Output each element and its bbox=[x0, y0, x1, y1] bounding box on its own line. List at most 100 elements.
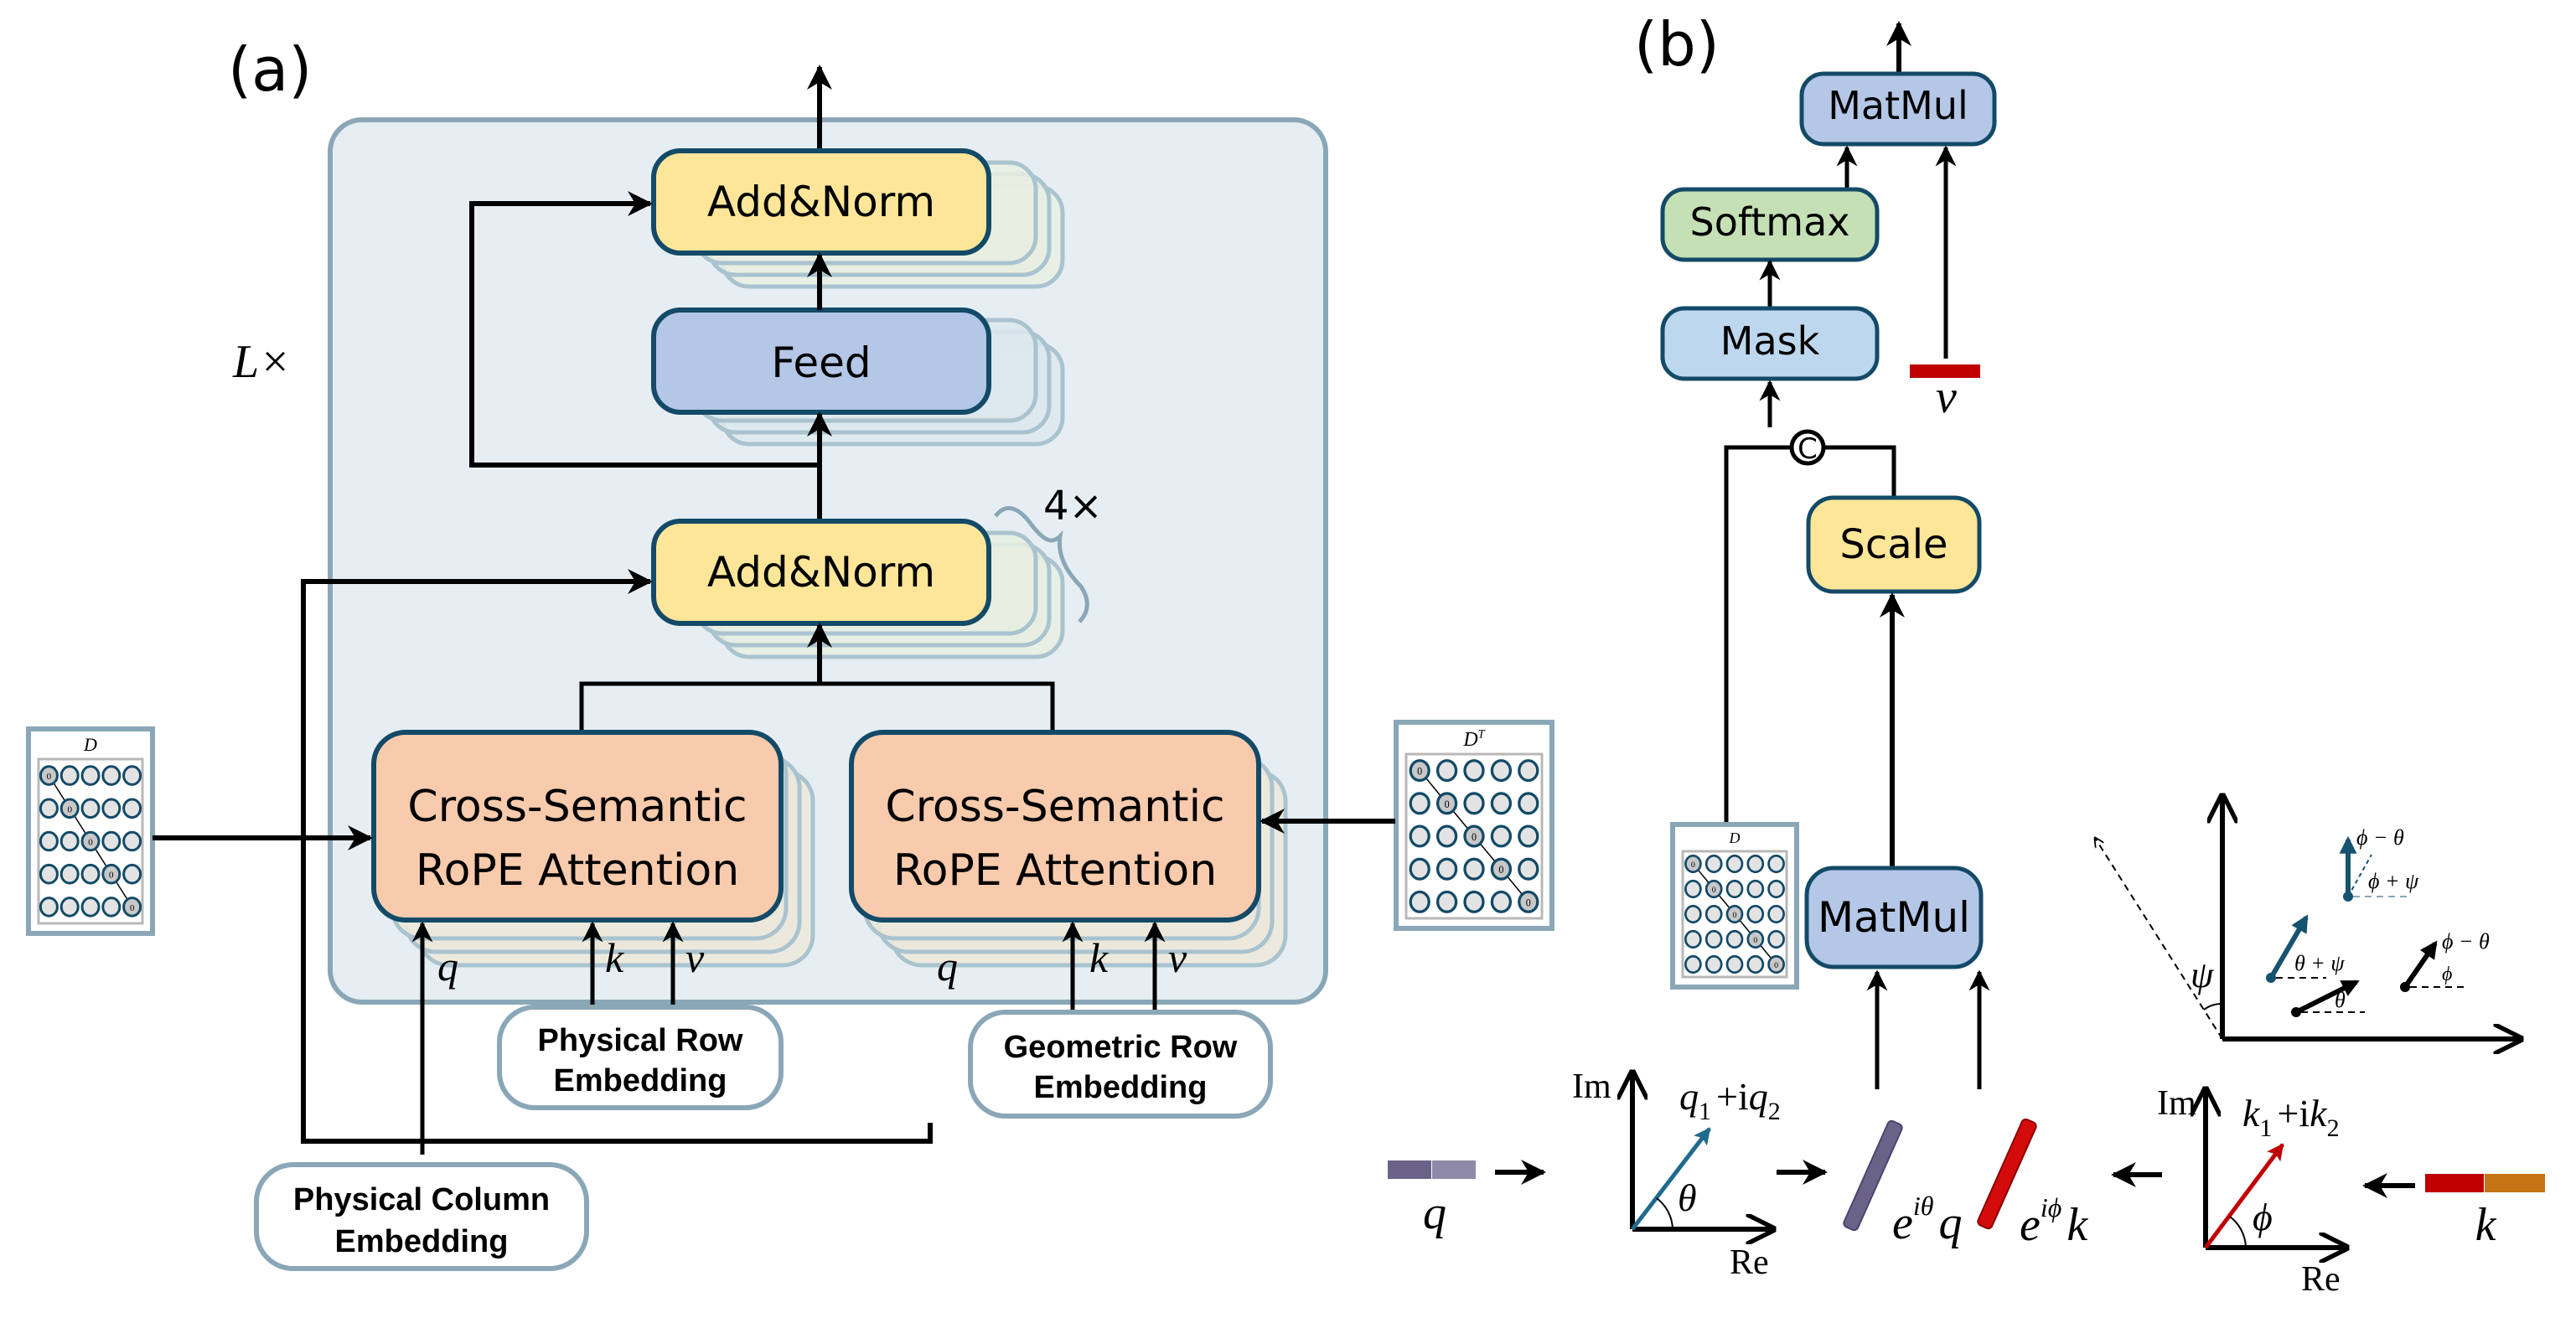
matrix-diag-value: 0 bbox=[1498, 864, 1503, 876]
psi-dashed-axis bbox=[2095, 838, 2223, 1040]
matmul-bottom-block[interactable]: MatMul bbox=[1804, 866, 1984, 969]
k-im-label: Im bbox=[2157, 1084, 2196, 1123]
matrix-title: D bbox=[1729, 830, 1741, 846]
matrix-cell bbox=[1746, 904, 1765, 924]
matrix-diag-value: 0 bbox=[1733, 911, 1737, 920]
matrix-cell bbox=[1463, 890, 1485, 913]
matrix-cell bbox=[1767, 904, 1785, 924]
attn-left-block[interactable]: Cross-Semantic RoPE Attention bbox=[371, 730, 784, 923]
matrix-cell bbox=[1684, 954, 1702, 974]
matrix-cell bbox=[80, 798, 101, 819]
matrix-cell bbox=[122, 830, 142, 852]
matrix-cell bbox=[59, 830, 80, 852]
matrix-diag-cell bbox=[80, 830, 101, 852]
matrix-cell bbox=[1409, 890, 1430, 913]
matrix-diag-cell bbox=[1463, 824, 1485, 848]
k-re-label: Re bbox=[2301, 1260, 2341, 1299]
matrix-cell bbox=[1463, 759, 1485, 783]
matrix-cell bbox=[1725, 929, 1744, 949]
label-right-phi: ϕ bbox=[2442, 964, 2452, 985]
q-complex-plane: Im Re θ q1+iq2 bbox=[1572, 1067, 1781, 1282]
matrix-cell bbox=[1435, 890, 1458, 913]
psi-label: ψ bbox=[2191, 954, 2214, 995]
matrix-diag-cell bbox=[122, 897, 142, 917]
left-k-label: k bbox=[605, 934, 624, 981]
matrix-diag-value: 0 bbox=[1417, 766, 1422, 778]
matrix-diag-value: 0 bbox=[1753, 936, 1757, 945]
residual-top bbox=[469, 191, 820, 468]
matrix-cell bbox=[1684, 879, 1702, 899]
geometric-row-embedding[interactable]: Geometric Row Embedding bbox=[968, 1010, 1273, 1119]
matrix-cell bbox=[1435, 759, 1458, 783]
matrix-cell bbox=[39, 798, 59, 819]
softmax-block[interactable]: Softmax bbox=[1660, 187, 1880, 262]
matrix-cell bbox=[1490, 759, 1513, 783]
matrix-cell bbox=[1409, 824, 1430, 848]
matrix-cell bbox=[1746, 954, 1765, 974]
physical-row-embedding[interactable]: Physical Row Embedding bbox=[497, 1005, 784, 1110]
matrix-cell bbox=[1725, 879, 1744, 899]
matrix-diag-value: 0 bbox=[1774, 961, 1778, 970]
scale-block[interactable]: Scale bbox=[1806, 495, 1982, 594]
heads-label: 4× bbox=[1043, 483, 1103, 530]
geometric-row-line1: Geometric Row bbox=[1004, 1030, 1238, 1065]
scale-label: Scale bbox=[1839, 521, 1948, 568]
matrix-cell bbox=[1490, 792, 1513, 815]
attn-right-block[interactable]: Cross-Semantic RoPE Attention bbox=[849, 730, 1261, 923]
label-mid-sum: θ + ψ bbox=[2294, 951, 2345, 975]
matrix-cell bbox=[59, 765, 80, 786]
matrix-cell bbox=[1435, 824, 1458, 848]
attn-left-line1: Cross-Semantic bbox=[407, 782, 747, 832]
matrix-diag-cell bbox=[1409, 759, 1430, 783]
matrix-diag-value: 0 bbox=[47, 772, 52, 782]
matrix-diag-cell bbox=[1435, 792, 1458, 815]
mask-label: Mask bbox=[1720, 318, 1820, 364]
matrix-title: D bbox=[83, 734, 97, 755]
matrix-cell bbox=[39, 830, 59, 852]
feed-label: Feed bbox=[771, 339, 871, 387]
q-re-label: Re bbox=[1730, 1243, 1769, 1282]
matrix-cell bbox=[1490, 824, 1513, 848]
label-theta: θ bbox=[2335, 988, 2346, 1012]
matrix-cell bbox=[1746, 854, 1765, 874]
label-right-diff: ϕ − θ bbox=[2442, 929, 2490, 954]
rotated-k-bar bbox=[1977, 1118, 2037, 1230]
softmax-label: Softmax bbox=[1690, 199, 1850, 245]
matmul-bottom-label: MatMul bbox=[1818, 893, 1970, 942]
matrix-cell bbox=[1704, 954, 1723, 974]
add-norm-mid-block[interactable]: Add&Norm bbox=[651, 519, 991, 626]
attn-left-line2: RoPE Attention bbox=[416, 845, 739, 896]
matrix-diag-cell bbox=[1746, 929, 1765, 949]
matrix-diag-cell bbox=[1490, 857, 1513, 881]
panel-b-label: (b) bbox=[1634, 9, 1720, 80]
matrix-diag-value: 0 bbox=[1691, 861, 1695, 870]
physical-column-embedding[interactable]: Physical Column Embedding bbox=[254, 1162, 589, 1271]
matrix-cell bbox=[1490, 890, 1513, 913]
matrix-cell bbox=[122, 863, 142, 885]
feed-block[interactable]: Feed bbox=[651, 308, 991, 415]
matrix-d-b: D 0 0 0 0 0 bbox=[1670, 822, 1799, 990]
matrix-cell bbox=[1518, 857, 1539, 881]
physical-row-line2: Embedding bbox=[554, 1063, 727, 1098]
add-norm-top-block[interactable]: Add&Norm bbox=[651, 148, 991, 256]
label-top-sum: ϕ + ψ bbox=[2368, 869, 2419, 893]
matrix-cell bbox=[39, 897, 59, 917]
physical-row-line1: Physical Row bbox=[538, 1023, 743, 1058]
matrix-diag-value: 0 bbox=[1712, 886, 1716, 895]
matrix-cell bbox=[80, 863, 101, 885]
matrix-cell bbox=[101, 897, 122, 917]
matmul-top-block[interactable]: MatMul bbox=[1799, 71, 1997, 147]
mask-block[interactable]: Mask bbox=[1660, 306, 1880, 381]
matrix-cell bbox=[1463, 792, 1485, 815]
q-im-label: Im bbox=[1572, 1067, 1611, 1106]
matmul-top-label: MatMul bbox=[1828, 83, 1968, 128]
matrix-diag-cell bbox=[59, 798, 80, 819]
matrix-cell bbox=[122, 765, 142, 786]
matrix-cell bbox=[39, 863, 59, 885]
k-bar-red bbox=[2425, 1174, 2484, 1192]
k-complex-plane: Im Re ϕ k1+ik2 bbox=[2157, 1084, 2346, 1299]
matrix-diag-value: 0 bbox=[109, 871, 114, 881]
